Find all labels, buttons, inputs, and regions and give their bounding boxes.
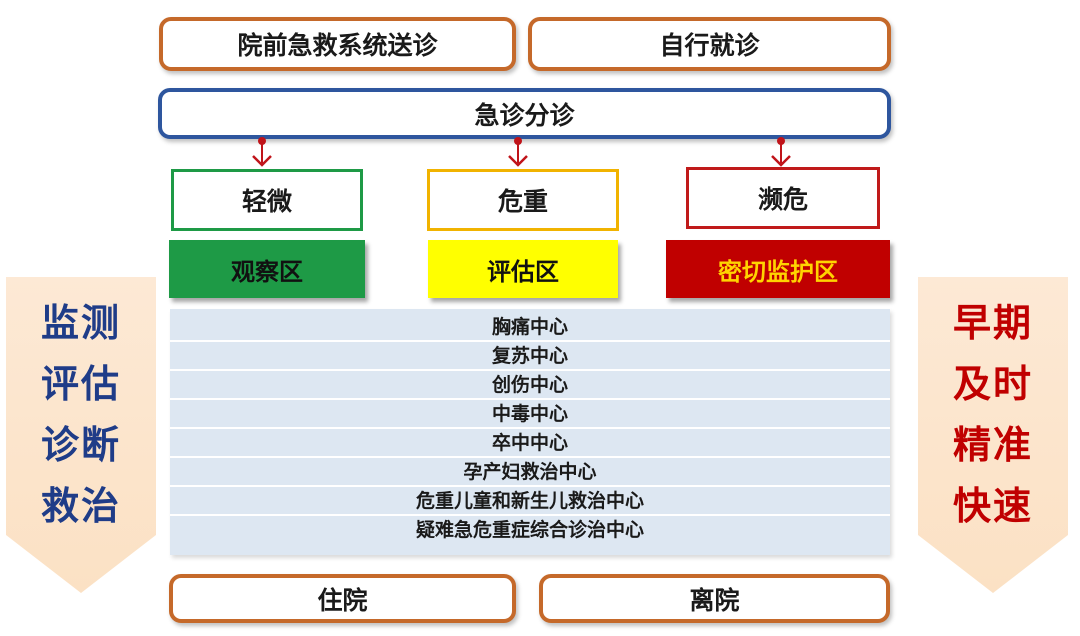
admit-box: 住院	[169, 574, 516, 623]
left-side-line-3: 诊断	[40, 423, 121, 467]
level-severe-box: 危重	[427, 169, 619, 231]
arrow-to-dying	[771, 137, 791, 167]
center-pediatric-neonatal: 危重儿童和新生儿救治中心	[170, 487, 890, 516]
right-side-arrow: 早期 及时 精准 快速	[918, 277, 1068, 593]
admit-label: 住院	[317, 585, 368, 615]
right-side-line-2: 及时	[952, 362, 1033, 406]
arrow-to-mild	[252, 137, 272, 167]
left-side-line-1: 监测	[40, 301, 121, 345]
level-mild-label: 轻微	[241, 187, 292, 216]
zone-assessment-label: 评估区	[487, 257, 559, 286]
level-mild-box: 轻微	[171, 169, 363, 231]
center-stroke: 卒中中心	[170, 429, 890, 458]
triage-label: 急诊分诊	[474, 100, 575, 130]
right-side-line-4: 快速	[952, 484, 1033, 528]
center-complex-critical: 疑难急危重症综合诊治中心	[415, 519, 644, 541]
centers-block: 胸痛中心 复苏中心 创伤中心 中毒中心 卒中中心 孕产妇救治中心 危重儿童和新生…	[170, 309, 890, 555]
left-arrow-shape	[6, 277, 156, 593]
right-side-line-3: 精准	[952, 423, 1033, 467]
prehospital-label: 院前急救系统送诊	[237, 31, 438, 60]
arrow-to-severe	[508, 137, 528, 167]
discharge-box: 离院	[539, 574, 890, 623]
zone-observation-label: 观察区	[231, 257, 303, 286]
center-maternal: 孕产妇救治中心	[170, 458, 890, 487]
zone-close-monitor-box: 密切监护区	[666, 240, 890, 298]
self-visit-box: 自行就诊	[528, 17, 891, 71]
center-chest-pain: 胸痛中心	[170, 313, 890, 342]
left-side-arrow: 监测 评估 诊断 救治	[6, 277, 156, 593]
center-trauma: 创伤中心	[170, 371, 890, 400]
level-dying-label: 濒危	[757, 185, 808, 214]
zone-assessment-box: 评估区	[428, 240, 618, 298]
left-side-line-4: 救治	[40, 484, 121, 528]
zone-observation-box: 观察区	[169, 240, 365, 298]
discharge-label: 离院	[689, 585, 740, 615]
prehospital-box: 院前急救系统送诊	[159, 17, 516, 71]
left-side-line-2: 评估	[40, 362, 121, 406]
zone-close-monitor-label: 密切监护区	[718, 257, 838, 286]
center-poisoning: 中毒中心	[170, 400, 890, 429]
self-visit-label: 自行就诊	[659, 31, 760, 60]
triage-box: 急诊分诊	[158, 88, 891, 139]
right-arrow-shape	[918, 277, 1068, 593]
level-dying-box: 濒危	[686, 167, 880, 229]
center-resuscitation: 复苏中心	[170, 342, 890, 371]
right-side-line-1: 早期	[952, 301, 1033, 345]
level-severe-label: 危重	[497, 187, 548, 216]
